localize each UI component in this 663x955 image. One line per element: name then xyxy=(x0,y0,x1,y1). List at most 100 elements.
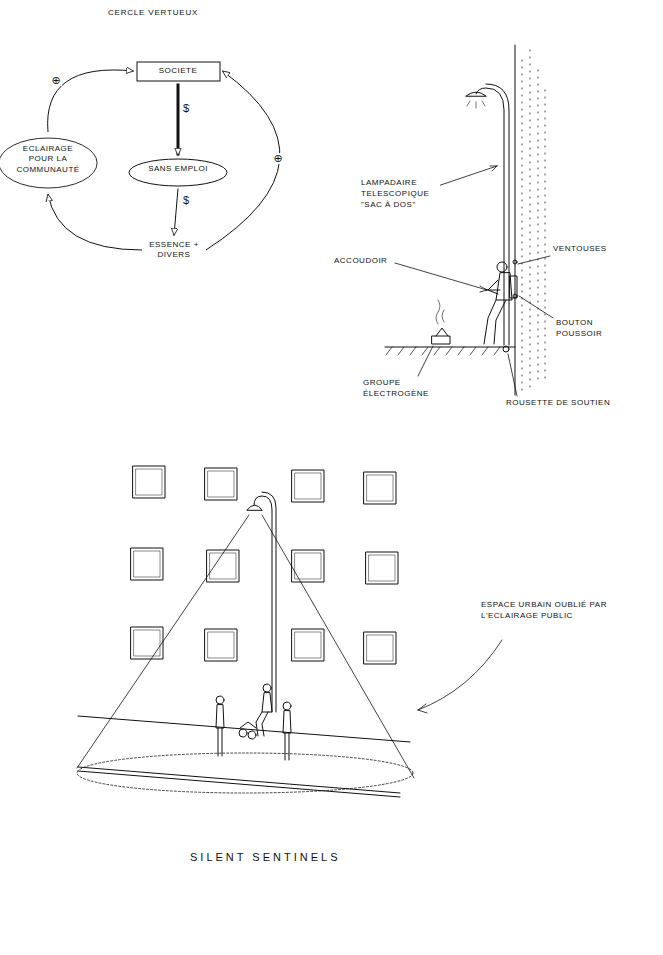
window xyxy=(131,466,398,664)
sketch-stroke xyxy=(519,296,553,318)
sketch-stroke xyxy=(530,50,531,392)
wall xyxy=(515,45,545,395)
sketch-stroke xyxy=(216,696,224,704)
street xyxy=(78,716,410,797)
part-label: LAMPADAIRE TELESCOPIQUE "SAC À DOS" xyxy=(360,178,440,210)
sketch-stroke xyxy=(133,466,165,498)
person-figure xyxy=(484,260,517,344)
sketch-stroke xyxy=(386,347,500,355)
sketch-stroke xyxy=(256,693,272,736)
sketch-stroke xyxy=(486,84,509,345)
sketch-stroke xyxy=(482,347,488,355)
sketch-stroke xyxy=(216,705,224,756)
sketch-stroke xyxy=(418,346,433,376)
sketch-stroke xyxy=(78,716,410,742)
ellipse-node: SANS EMPLOI xyxy=(128,158,228,187)
sketch-stroke xyxy=(295,632,321,658)
sketch-stroke xyxy=(369,555,395,581)
sketch-stroke xyxy=(480,286,487,292)
sketch-stroke xyxy=(398,347,404,355)
connector-arrow xyxy=(174,189,178,236)
sketch-stroke xyxy=(418,704,427,713)
edge-label: $ xyxy=(182,195,190,206)
sketch-stroke xyxy=(470,347,476,355)
sketch-stroke xyxy=(482,101,485,106)
ellipse-node: ECLAIRAGE POUR LA COMMUNAUTÉ xyxy=(0,134,98,192)
sketch-stroke xyxy=(497,262,507,272)
sketch-stroke xyxy=(522,60,523,390)
sketch-stroke xyxy=(476,88,504,345)
generator xyxy=(432,300,450,344)
sketch-stroke xyxy=(247,505,262,510)
sketch-stroke xyxy=(513,294,517,298)
node-text: ESSENCE + DIVERS xyxy=(148,240,200,261)
sketch-stroke xyxy=(295,553,321,579)
sketch-stroke xyxy=(494,347,500,355)
part-label: BOUTON POUSSOIR xyxy=(555,318,627,340)
sketch-stroke xyxy=(131,548,163,580)
sketch-stroke xyxy=(78,767,400,793)
sketch-stroke xyxy=(538,70,539,385)
ground xyxy=(385,347,515,355)
sketch-stroke xyxy=(292,470,324,502)
sketch-stroke xyxy=(486,290,500,291)
connector-arrow xyxy=(177,84,180,156)
edge-label: $ xyxy=(182,103,190,114)
sketch-stroke xyxy=(367,635,393,661)
sketch-stroke xyxy=(467,101,470,106)
sketch-stroke xyxy=(545,90,546,380)
sketch-stroke xyxy=(364,472,396,504)
sketch-stroke xyxy=(77,515,249,768)
sketch-stroke xyxy=(78,771,400,797)
sketch-stroke xyxy=(510,276,517,298)
sketch-stroke xyxy=(295,473,321,499)
light-cone xyxy=(77,515,414,793)
ellipse-outline xyxy=(0,138,97,188)
person-figure xyxy=(216,684,291,760)
process-box: SOCIETE xyxy=(136,61,221,82)
sketch-stroke xyxy=(503,346,509,352)
sketch-stroke xyxy=(263,684,271,692)
part-label: ESPACE URBAIN OUBLIÉ PAR L'ECLAIRAGE PUB… xyxy=(480,600,647,622)
sketch-stroke xyxy=(254,496,272,712)
node-text: ECLAIRAGE POUR LA COMMUNAUTÉ xyxy=(10,144,86,175)
sketch-stroke xyxy=(262,515,414,778)
edge-label: ⊕ xyxy=(50,75,61,86)
sketch-stroke xyxy=(434,347,440,355)
lamp-post xyxy=(247,492,276,712)
sketch-stroke xyxy=(262,492,276,712)
text-node: ESSENCE + DIVERS xyxy=(144,238,204,263)
sketch-stroke xyxy=(366,552,398,584)
sketch-stroke xyxy=(205,629,237,661)
sketch-stroke xyxy=(490,166,497,171)
sketch-stroke xyxy=(484,300,506,344)
diagram-caption: SILENT SENTINELS xyxy=(190,851,341,863)
node-text: SOCIETE xyxy=(158,66,199,76)
sketch-stroke xyxy=(410,347,416,355)
sketch-stroke xyxy=(77,753,413,793)
sketch-stroke xyxy=(136,469,162,495)
part-label: ACCOUDOIR xyxy=(333,256,388,267)
connector-arrow xyxy=(206,71,280,250)
sketch-stroke xyxy=(446,347,452,355)
sketch-stroke xyxy=(205,468,237,500)
sketch-stroke xyxy=(283,702,291,710)
sketch-stroke xyxy=(518,256,550,264)
sketch-stroke xyxy=(292,550,324,582)
sketch-stroke xyxy=(522,50,545,392)
sketch-stroke xyxy=(395,263,487,290)
sketch-stroke xyxy=(367,475,393,501)
sketch-stroke xyxy=(442,310,444,322)
sketch-stroke xyxy=(488,280,498,294)
sketch-stroke xyxy=(208,471,234,497)
diagram-title: CERCLE VERTUEUX xyxy=(108,8,198,17)
node-text: SANS EMPLOI xyxy=(142,164,214,174)
sketch-stroke xyxy=(248,731,256,739)
sketch-stroke xyxy=(134,551,160,577)
connector-arrow xyxy=(48,194,142,250)
sketch-stroke xyxy=(386,347,392,355)
sketch-stroke xyxy=(422,347,428,355)
box-outline xyxy=(137,62,220,81)
